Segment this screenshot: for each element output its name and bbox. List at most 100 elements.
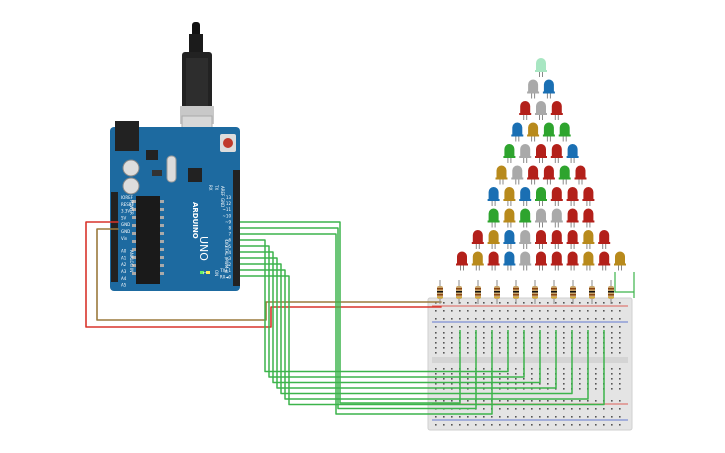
resistor-2[interactable] xyxy=(456,280,462,304)
l-label: L xyxy=(202,272,207,275)
pin-label-5v: 5V xyxy=(121,215,127,220)
led-r2-c2[interactable] xyxy=(550,101,563,120)
wire-digital-6[interactable] xyxy=(240,251,541,384)
led-r7-c2[interactable] xyxy=(519,208,532,228)
pin-label-a1: A1 xyxy=(121,255,127,260)
wire-digital-1[interactable] xyxy=(240,221,461,404)
wire-digital-3[interactable] xyxy=(240,233,493,415)
led-r6-c0[interactable] xyxy=(487,187,500,206)
wire-digital-9[interactable] xyxy=(240,269,589,400)
led-r5-c0[interactable] xyxy=(495,165,508,185)
resistor-5[interactable] xyxy=(513,280,519,304)
breadboard[interactable] xyxy=(427,297,633,431)
led-r4-c3[interactable] xyxy=(550,144,563,163)
led-r9-c3[interactable] xyxy=(503,251,516,271)
led-r7-c0[interactable] xyxy=(487,208,500,228)
wire-digital-10[interactable] xyxy=(240,275,605,406)
led-r8-c1[interactable] xyxy=(487,230,500,249)
led-r5-c3[interactable] xyxy=(542,165,555,185)
pin-label-d2: ~11 xyxy=(223,207,232,212)
led-r8-c0[interactable] xyxy=(471,230,484,249)
led-r7-c6[interactable] xyxy=(582,208,595,228)
led-r4-c2[interactable] xyxy=(535,144,547,163)
led-r5-c1[interactable] xyxy=(511,165,524,185)
pin-label-d9: 4 xyxy=(228,250,231,255)
wire-digital-8[interactable] xyxy=(240,263,573,395)
pin-label-a3: A3 xyxy=(121,269,127,274)
resistors xyxy=(437,272,635,304)
led-r3-c3[interactable] xyxy=(558,122,571,142)
led-r6-c1[interactable] xyxy=(503,186,516,206)
led-r6-c2[interactable] xyxy=(519,187,532,206)
led-r5-c5[interactable] xyxy=(574,165,587,185)
led-r8-c4[interactable] xyxy=(535,230,547,249)
led-r9-c0[interactable] xyxy=(456,251,468,271)
wire-gnd[interactable] xyxy=(96,228,442,321)
pin-label-d1: 12 xyxy=(226,201,232,206)
arduino-uno-board[interactable]: ARDUINO UNO DIGITAL (PWM~) POWER ANALOG … xyxy=(110,121,240,291)
led-r3-c0[interactable] xyxy=(511,122,524,142)
digital-header xyxy=(233,170,240,286)
led-r9-c9[interactable] xyxy=(598,251,611,271)
resistor-7[interactable] xyxy=(551,280,557,304)
wire-digital-5[interactable] xyxy=(240,245,525,378)
tx-label: TX xyxy=(214,184,219,190)
led-r9-c6[interactable] xyxy=(550,251,563,271)
led-r7-c4[interactable] xyxy=(550,208,563,228)
wire-digital-4[interactable] xyxy=(240,239,509,373)
led-r9-c2[interactable] xyxy=(487,251,500,271)
led-r4-c1[interactable] xyxy=(519,144,532,163)
resistor-3[interactable] xyxy=(475,280,481,304)
led-r1-c0[interactable] xyxy=(527,79,540,99)
led-r8-c3[interactable] xyxy=(519,230,532,249)
pin-label-a4: A4 xyxy=(121,276,127,281)
resistor-4[interactable] xyxy=(494,280,500,304)
led-r1-c1[interactable] xyxy=(542,79,555,99)
reset-button-cap[interactable] xyxy=(223,138,233,148)
pin-label-d11: 2 xyxy=(228,262,231,267)
resistor-9[interactable] xyxy=(589,280,595,304)
power-jack xyxy=(115,121,139,151)
pin-label-vin: Vin xyxy=(121,236,128,241)
led-r2-c1[interactable] xyxy=(535,101,547,120)
led-r9-c5[interactable] xyxy=(535,251,547,271)
led-r6-c5[interactable] xyxy=(566,187,579,206)
led-r6-c3[interactable] xyxy=(535,187,547,206)
led-r7-c3[interactable] xyxy=(535,208,547,228)
resistor-6[interactable] xyxy=(532,280,538,304)
pin-label-d6: 7 xyxy=(228,232,231,237)
led-r5-c2[interactable] xyxy=(527,165,540,185)
led-r8-c2[interactable] xyxy=(503,229,516,249)
led-r8-c7[interactable] xyxy=(582,230,595,249)
led-r6-c4[interactable] xyxy=(550,187,563,206)
resistor-8[interactable] xyxy=(570,280,576,304)
led-r6-c6[interactable] xyxy=(582,187,595,206)
led-r0-c0[interactable] xyxy=(535,58,547,77)
led-r9-c10[interactable] xyxy=(614,251,626,271)
wire-digital-7[interactable] xyxy=(240,257,557,389)
led-r8-c8[interactable] xyxy=(598,230,611,249)
pin-label-gnd: GND xyxy=(121,222,130,227)
led-r3-c2[interactable] xyxy=(542,122,555,142)
gnd-label: GND xyxy=(220,198,225,207)
led-r8-c5[interactable] xyxy=(550,230,563,249)
resistor-1[interactable] xyxy=(437,280,443,304)
wire-5v[interactable] xyxy=(85,221,442,328)
led-r4-c0[interactable] xyxy=(503,143,516,163)
led-r4-c4[interactable] xyxy=(566,144,579,163)
led-r2-c0[interactable] xyxy=(519,101,532,120)
analog-label: ANALOG IN xyxy=(129,250,134,272)
led-r7-c5[interactable] xyxy=(566,208,579,228)
rx-label: RX xyxy=(208,185,213,191)
led-r9-c1[interactable] xyxy=(471,251,484,271)
ground-wire-right[interactable] xyxy=(614,272,635,298)
resistor-10[interactable] xyxy=(608,280,614,304)
led-r3-c1[interactable] xyxy=(527,122,540,142)
led-r7-c1[interactable] xyxy=(503,208,516,228)
led-r8-c6[interactable] xyxy=(566,230,579,249)
led-r9-c4[interactable] xyxy=(519,251,532,271)
led-r9-c7[interactable] xyxy=(566,251,579,271)
led-r9-c8[interactable] xyxy=(582,251,595,271)
led-r5-c4[interactable] xyxy=(558,165,571,185)
pin-label-a5: A5 xyxy=(121,283,127,288)
